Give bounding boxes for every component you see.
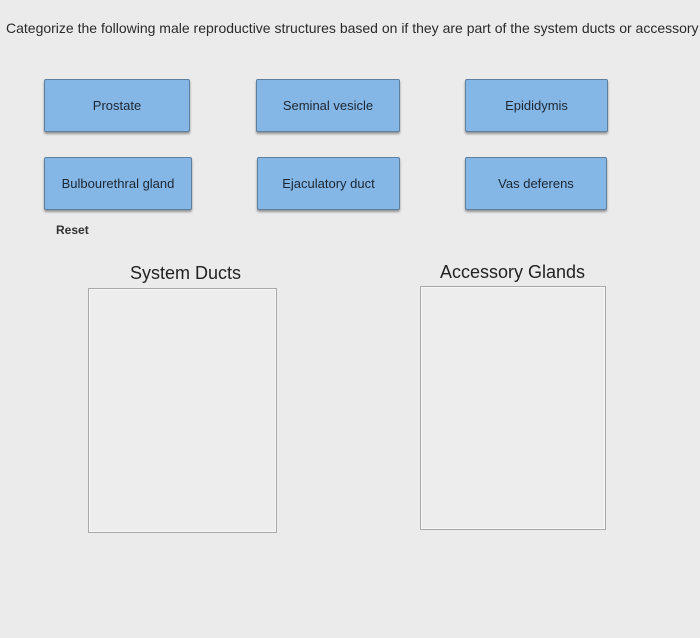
tile-ejaculatory-duct[interactable]: Ejaculatory duct	[257, 157, 400, 210]
system-ducts-title: System Ducts	[130, 263, 242, 283]
tile-seminal-vesicle[interactable]: Seminal vesicle	[256, 79, 400, 132]
tile-bulbourethral-gland[interactable]: Bulbourethral gland	[44, 157, 192, 210]
system-ducts-dropzone[interactable]	[88, 288, 277, 533]
accessory-glands-dropzone[interactable]	[420, 286, 606, 530]
question-instruction: Categorize the following male reproducti…	[6, 20, 700, 36]
accessory-glands-title: Accessory Glands	[440, 262, 586, 282]
tile-epididymis[interactable]: Epididymis	[465, 79, 608, 132]
tile-vas-deferens[interactable]: Vas deferens	[465, 157, 607, 210]
tile-prostate[interactable]: Prostate	[44, 79, 190, 132]
reset-button[interactable]: Reset	[56, 223, 89, 237]
